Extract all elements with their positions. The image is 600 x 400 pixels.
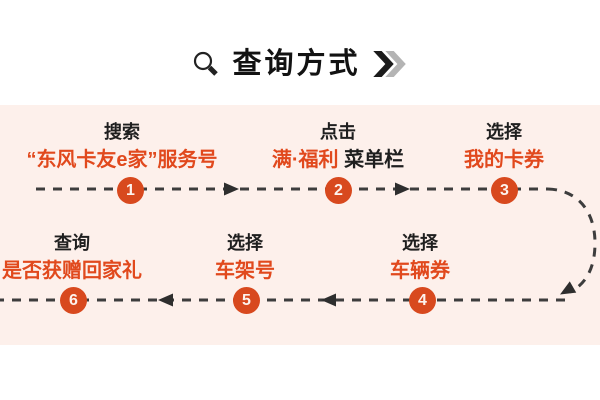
- step-4-action: 选择: [402, 233, 438, 253]
- page-title: 查询方式: [232, 47, 361, 80]
- step-2-target-suffix: 菜单栏: [344, 148, 405, 171]
- step-1-target: “东风卡友e家”服务号: [26, 148, 218, 171]
- step-5-action: 选择: [227, 233, 263, 253]
- step-2-action: 点击: [319, 122, 356, 142]
- step-1-number-badge: 1: [117, 177, 144, 204]
- step-3-number-badge: 3: [491, 177, 518, 204]
- step-2-number-badge: 2: [325, 177, 352, 204]
- step-6-target: 是否获赠回家礼: [2, 259, 142, 282]
- step-2-target-highlight: 满·福利: [271, 148, 339, 171]
- step-3-action: 选择: [486, 122, 522, 142]
- step-4: 选择 车辆券: [390, 233, 450, 283]
- step-6-number-badge: 6: [60, 287, 87, 314]
- step-3: 选择 我的卡券: [464, 122, 544, 172]
- step-6: 查询 是否获赠回家礼: [2, 233, 142, 283]
- step-4-number-badge: 4: [409, 287, 436, 314]
- step-5-target: 车架号: [215, 259, 275, 282]
- step-1: 搜索 “东风卡友e家”服务号: [26, 122, 217, 172]
- title-bar: 查询方式: [0, 46, 600, 82]
- search-icon: [194, 51, 219, 76]
- step-2: 点击 满·福利菜单栏: [272, 122, 404, 172]
- flow-background-band: [0, 105, 600, 345]
- step-4-target: 车辆券: [390, 259, 450, 282]
- step-2-target: 满·福利菜单栏: [272, 148, 404, 172]
- step-5: 选择 车架号: [215, 233, 275, 283]
- step-6-action: 查询: [54, 233, 90, 253]
- step-3-target: 我的卡券: [464, 148, 544, 171]
- step-1-action: 搜索: [104, 122, 140, 142]
- double-chevron-icon: [372, 51, 406, 77]
- step-5-number-badge: 5: [233, 287, 260, 314]
